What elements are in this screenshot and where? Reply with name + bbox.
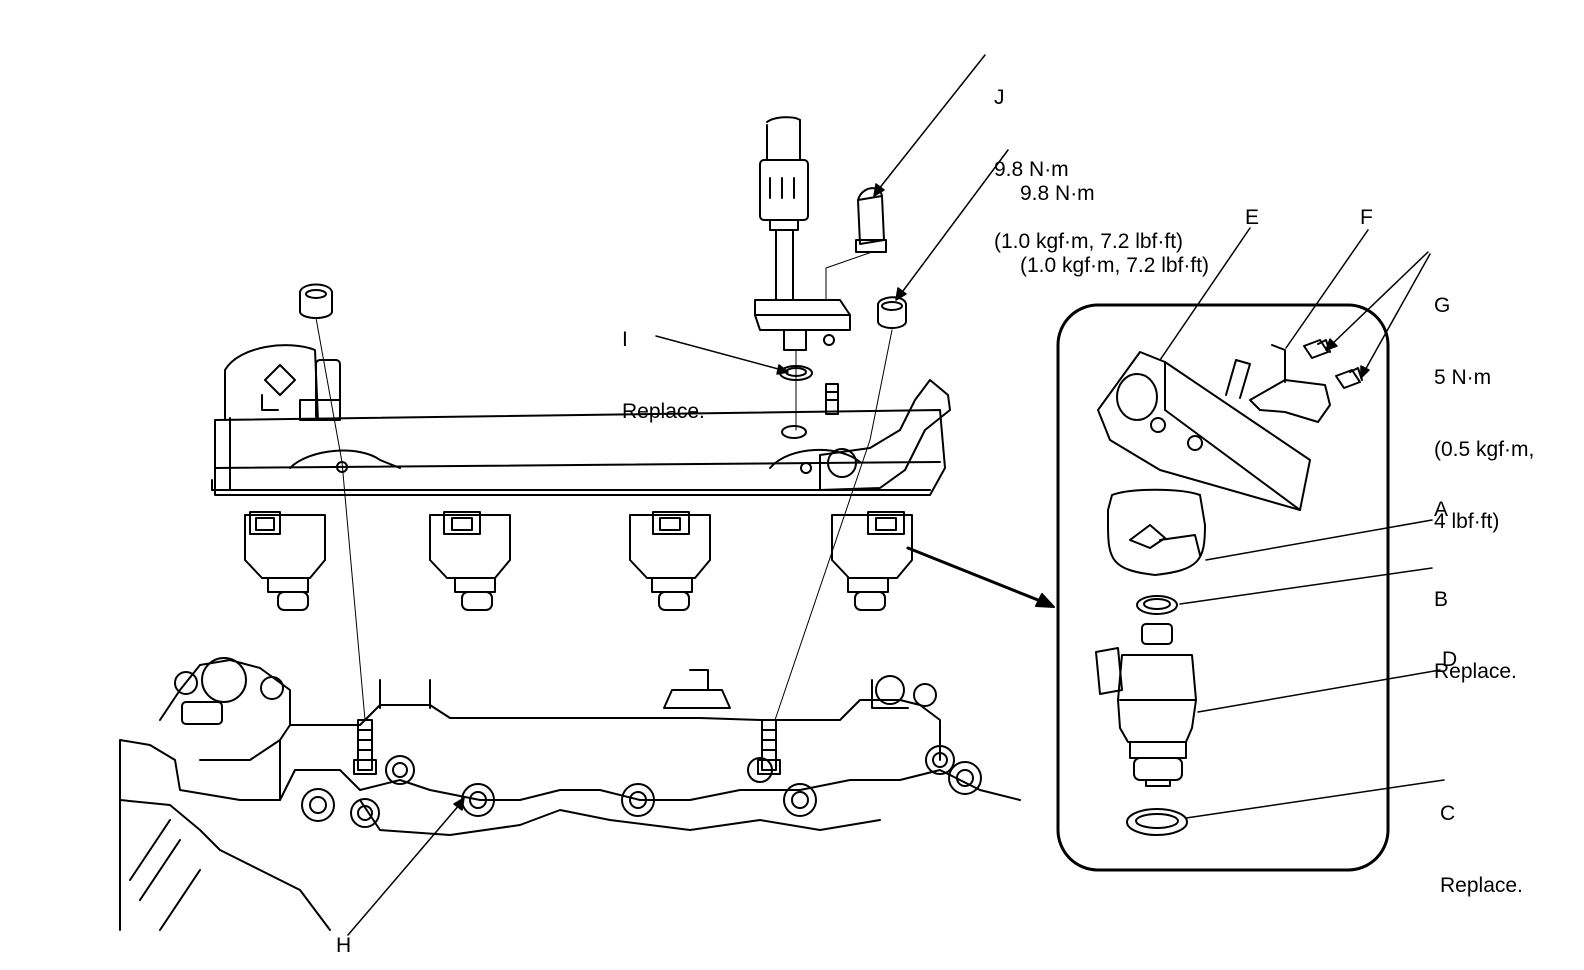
label-c: C Replace. xyxy=(1440,754,1523,922)
rail-injector-3 xyxy=(629,511,711,611)
stud-left xyxy=(353,719,377,775)
label-i-note: Replace. xyxy=(622,400,705,423)
nut-right xyxy=(877,296,907,329)
injector-d xyxy=(1095,623,1197,787)
label-bolt-torque: 9.8 N·m (1.0 kgf·m, 7.2 lbf·ft) xyxy=(1020,134,1209,302)
label-c-note: Replace. xyxy=(1440,874,1523,897)
label-g-torque-nm: 5 N·m xyxy=(1434,366,1492,389)
label-i-letter: I xyxy=(622,328,628,351)
label-g: G 5 N·m (0.5 kgf·m, 4 lbf·ft) xyxy=(1434,246,1534,558)
label-g-torque-kgf: (0.5 kgf·m, xyxy=(1434,438,1535,461)
label-b-letter: B xyxy=(1434,588,1449,611)
rail-injector-1 xyxy=(244,511,326,611)
rail-injector-4 xyxy=(831,511,913,611)
label-g-letter: G xyxy=(1434,294,1451,317)
label-b: B Replace. xyxy=(1434,540,1517,708)
label-d: D xyxy=(1442,648,1458,671)
screw-g-2 xyxy=(1335,367,1363,389)
fuel-feed-line xyxy=(754,116,851,351)
nut-j xyxy=(855,187,887,253)
rail-injector-2 xyxy=(429,511,511,611)
label-g-torque-lbf: 4 lbf·ft) xyxy=(1434,510,1500,533)
label-c-letter: C xyxy=(1440,802,1456,825)
label-b-note: Replace. xyxy=(1434,660,1517,683)
stud-right xyxy=(757,719,781,775)
label-j: J 9.8 N·m (1.0 kgf·m, 7.2 lbf·ft) xyxy=(994,38,1183,278)
o-ring-b xyxy=(1136,595,1178,615)
nut-left xyxy=(299,283,333,319)
leader-lines xyxy=(347,54,1445,936)
o-ring-c xyxy=(1126,808,1188,836)
label-j-torque-nm: 9.8 N·m xyxy=(994,158,1069,181)
detail-arrow xyxy=(906,546,1055,608)
label-j-torque-alt: (1.0 kgf·m, 7.2 lbf·ft) xyxy=(994,230,1184,253)
label-i: I Replace. xyxy=(622,280,705,448)
label-bolt-torque-alt: (1.0 kgf·m, 7.2 lbf·ft) xyxy=(1020,254,1210,277)
intake-manifold-base xyxy=(119,657,1021,931)
fuel-rail xyxy=(211,344,951,496)
label-j-letter: J xyxy=(994,86,1005,109)
dowel-bolt xyxy=(825,383,839,415)
alignment-lines xyxy=(315,251,893,721)
cushion-a xyxy=(1107,488,1206,576)
detail-inset xyxy=(1056,303,1390,872)
label-e: E xyxy=(1245,206,1260,229)
label-bolt-torque-nm: 9.8 N·m xyxy=(1020,182,1095,205)
label-f: F xyxy=(1360,206,1373,229)
label-h: H xyxy=(336,934,352,957)
label-a: A xyxy=(1434,498,1449,521)
